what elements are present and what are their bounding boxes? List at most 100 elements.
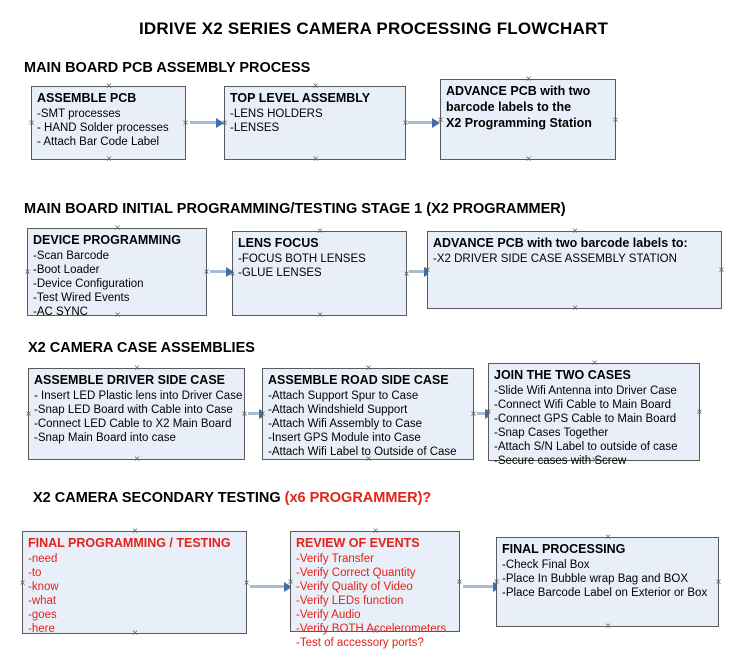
resize-handle-top[interactable]	[311, 82, 320, 91]
resize-handle-top[interactable]	[604, 533, 613, 542]
resize-handle-left[interactable]	[18, 579, 27, 588]
resize-handle-bottom[interactable]	[371, 627, 380, 636]
connector-review-to-final-processing	[463, 585, 496, 588]
node-line: -Verify Quality of Video	[296, 581, 413, 593]
connector-final-programming-to-review	[250, 585, 286, 588]
node-line: - Attach Bar Code Label	[37, 136, 160, 148]
resize-handle-right[interactable]	[695, 408, 704, 417]
connector-road-case-to-join-cases	[477, 412, 488, 415]
connector-lens-focus-to-advance-pcb	[409, 270, 426, 273]
node-line: -AC SYNC	[33, 306, 88, 318]
node-title: ADVANCE PCB with two barcode labels to:	[433, 236, 688, 250]
resize-handle-left[interactable]	[24, 410, 33, 419]
node-line: -LENSES	[230, 122, 280, 134]
node-assemble-pcb[interactable]: ASSEMBLE PCB -SMT processes - HAND Solde…	[31, 86, 186, 160]
node-line: -Attach S/N Label to outside of case	[494, 441, 678, 453]
node-line: -Check Final Box	[502, 559, 590, 571]
section-heading-accent: (x6 PROGRAMMER)?	[284, 490, 432, 506]
resize-handle-left[interactable]	[228, 270, 237, 279]
node-line: -Test of accessory ports?	[296, 637, 424, 649]
resize-handle-top[interactable]	[371, 527, 380, 536]
resize-handle-right[interactable]	[714, 578, 723, 587]
node-lens-focus[interactable]: LENS FOCUS -FOCUS BOTH LENSES -GLUE LENS…	[232, 231, 407, 316]
node-line: -need	[28, 553, 58, 565]
resize-handle-right[interactable]	[611, 116, 620, 125]
resize-handle-left[interactable]	[23, 268, 32, 277]
node-title: barcode labels to the	[446, 100, 572, 114]
node-top-level-assembly[interactable]: TOP LEVEL ASSEMBLY -LENS HOLDERS -LENSES	[224, 86, 406, 160]
node-line: -Verify Transfer	[296, 553, 374, 565]
node-line: -Snap Cases Together	[494, 427, 609, 439]
resize-handle-bottom[interactable]	[524, 155, 533, 164]
node-title: ASSEMBLE ROAD SIDE CASE	[268, 373, 449, 387]
resize-handle-left[interactable]	[258, 410, 267, 419]
node-title: FINAL PROGRAMMING / TESTING	[28, 536, 231, 550]
resize-handle-right[interactable]	[717, 266, 726, 275]
node-line: -GLUE LENSES	[238, 267, 322, 279]
node-line: -Place In Bubble wrap Bag and BOX	[502, 573, 689, 585]
resize-handle-top[interactable]	[133, 364, 142, 373]
resize-handle-top[interactable]	[571, 227, 580, 236]
node-line: -goes	[28, 609, 57, 621]
resize-handle-top[interactable]	[524, 75, 533, 84]
node-title: ASSEMBLE DRIVER SIDE CASE	[34, 373, 226, 387]
resize-handle-bottom[interactable]	[311, 155, 320, 164]
node-advance-pcb-driver-side-case[interactable]: ADVANCE PCB with two barcode labels to: …	[427, 231, 722, 309]
resize-handle-left[interactable]	[436, 116, 445, 125]
section-heading-text: MAIN BOARD PCB ASSEMBLY PROCESS	[24, 60, 311, 76]
node-join-the-two-cases[interactable]: JOIN THE TWO CASES -Slide Wifi Antenna i…	[488, 363, 700, 467]
page-title: IDRIVE X2 SERIES CAMERA PROCESSING FLOWC…	[138, 19, 609, 38]
resize-handle-right[interactable]	[181, 119, 190, 128]
resize-handle-left[interactable]	[492, 578, 501, 587]
resize-handle-bottom[interactable]	[604, 622, 613, 631]
node-line: -to	[28, 567, 42, 579]
node-line: -what	[28, 595, 57, 607]
resize-handle-left[interactable]	[27, 119, 36, 128]
node-title: FINAL PROCESSING	[502, 542, 626, 556]
node-line: -Snap LED Board with Cable into Case	[34, 404, 233, 416]
resize-handle-bottom[interactable]	[113, 311, 122, 320]
connector-assemble-pcb-to-top-level	[190, 121, 218, 124]
resize-handle-left[interactable]	[423, 266, 432, 275]
resize-handle-top[interactable]	[364, 364, 373, 373]
section-heading-main-board-initial-programming: MAIN BOARD INITIAL PROGRAMMING/TESTING S…	[24, 201, 566, 217]
node-line: -Connect Wifi Cable to Main Board	[494, 399, 672, 411]
resize-handle-left[interactable]	[220, 119, 229, 128]
node-title: DEVICE PROGRAMMING	[33, 233, 181, 247]
node-line: - HAND Solder processes	[37, 122, 169, 134]
node-line: -Verify Audio	[296, 609, 361, 621]
resize-handle-bottom[interactable]	[364, 455, 373, 464]
node-assemble-driver-side-case[interactable]: ASSEMBLE DRIVER SIDE CASE - Insert LED P…	[28, 368, 245, 460]
node-line: -Test Wired Events	[33, 292, 130, 304]
node-line: -Attach Wifi Assembly to Case	[268, 418, 423, 430]
node-title: ADVANCE PCB with two	[446, 84, 591, 98]
node-assemble-road-side-case[interactable]: ASSEMBLE ROAD SIDE CASE -Attach Support …	[262, 368, 474, 460]
resize-handle-left[interactable]	[484, 408, 493, 417]
resize-handle-top[interactable]	[105, 82, 114, 91]
resize-handle-left[interactable]	[286, 578, 295, 587]
section-heading-main-board-pcb-assembly: MAIN BOARD PCB ASSEMBLY PROCESS	[24, 60, 310, 76]
section-heading-text: X2 CAMERA CASE ASSEMBLIES	[28, 340, 255, 356]
resize-handle-bottom[interactable]	[590, 456, 599, 465]
node-title: ASSEMBLE PCB	[37, 91, 137, 105]
resize-handle-top[interactable]	[131, 527, 140, 536]
connector-top-level-to-advance-pcb	[408, 121, 434, 124]
node-advance-pcb-programming-station[interactable]: ADVANCE PCB with two barcode labels to t…	[440, 79, 616, 160]
node-final-programming-testing[interactable]: FINAL PROGRAMMING / TESTING -need -to -k…	[22, 531, 247, 635]
node-line: -FOCUS BOTH LENSES	[238, 253, 366, 265]
resize-handle-top[interactable]	[316, 227, 325, 236]
resize-handle-bottom[interactable]	[571, 304, 580, 313]
node-device-programming[interactable]: DEVICE PROGRAMMING -Scan Barcode -Boot L…	[27, 228, 207, 318]
resize-handle-bottom[interactable]	[105, 155, 114, 164]
node-line: -know	[28, 581, 59, 593]
node-review-of-events[interactable]: REVIEW OF EVENTS -Verify Transfer -Verif…	[290, 531, 460, 649]
resize-handle-bottom[interactable]	[131, 629, 140, 638]
resize-handle-top[interactable]	[113, 224, 122, 233]
resize-handle-bottom[interactable]	[133, 455, 142, 464]
resize-handle-top[interactable]	[590, 359, 599, 368]
node-line: -Connect GPS Cable to Main Board	[494, 413, 677, 425]
node-line: -Attach Windshield Support	[268, 404, 408, 416]
node-final-processing[interactable]: FINAL PROCESSING -Check Final Box -Place…	[496, 537, 719, 627]
node-line: -Verify Correct Quantity	[296, 567, 416, 579]
resize-handle-bottom[interactable]	[316, 311, 325, 320]
